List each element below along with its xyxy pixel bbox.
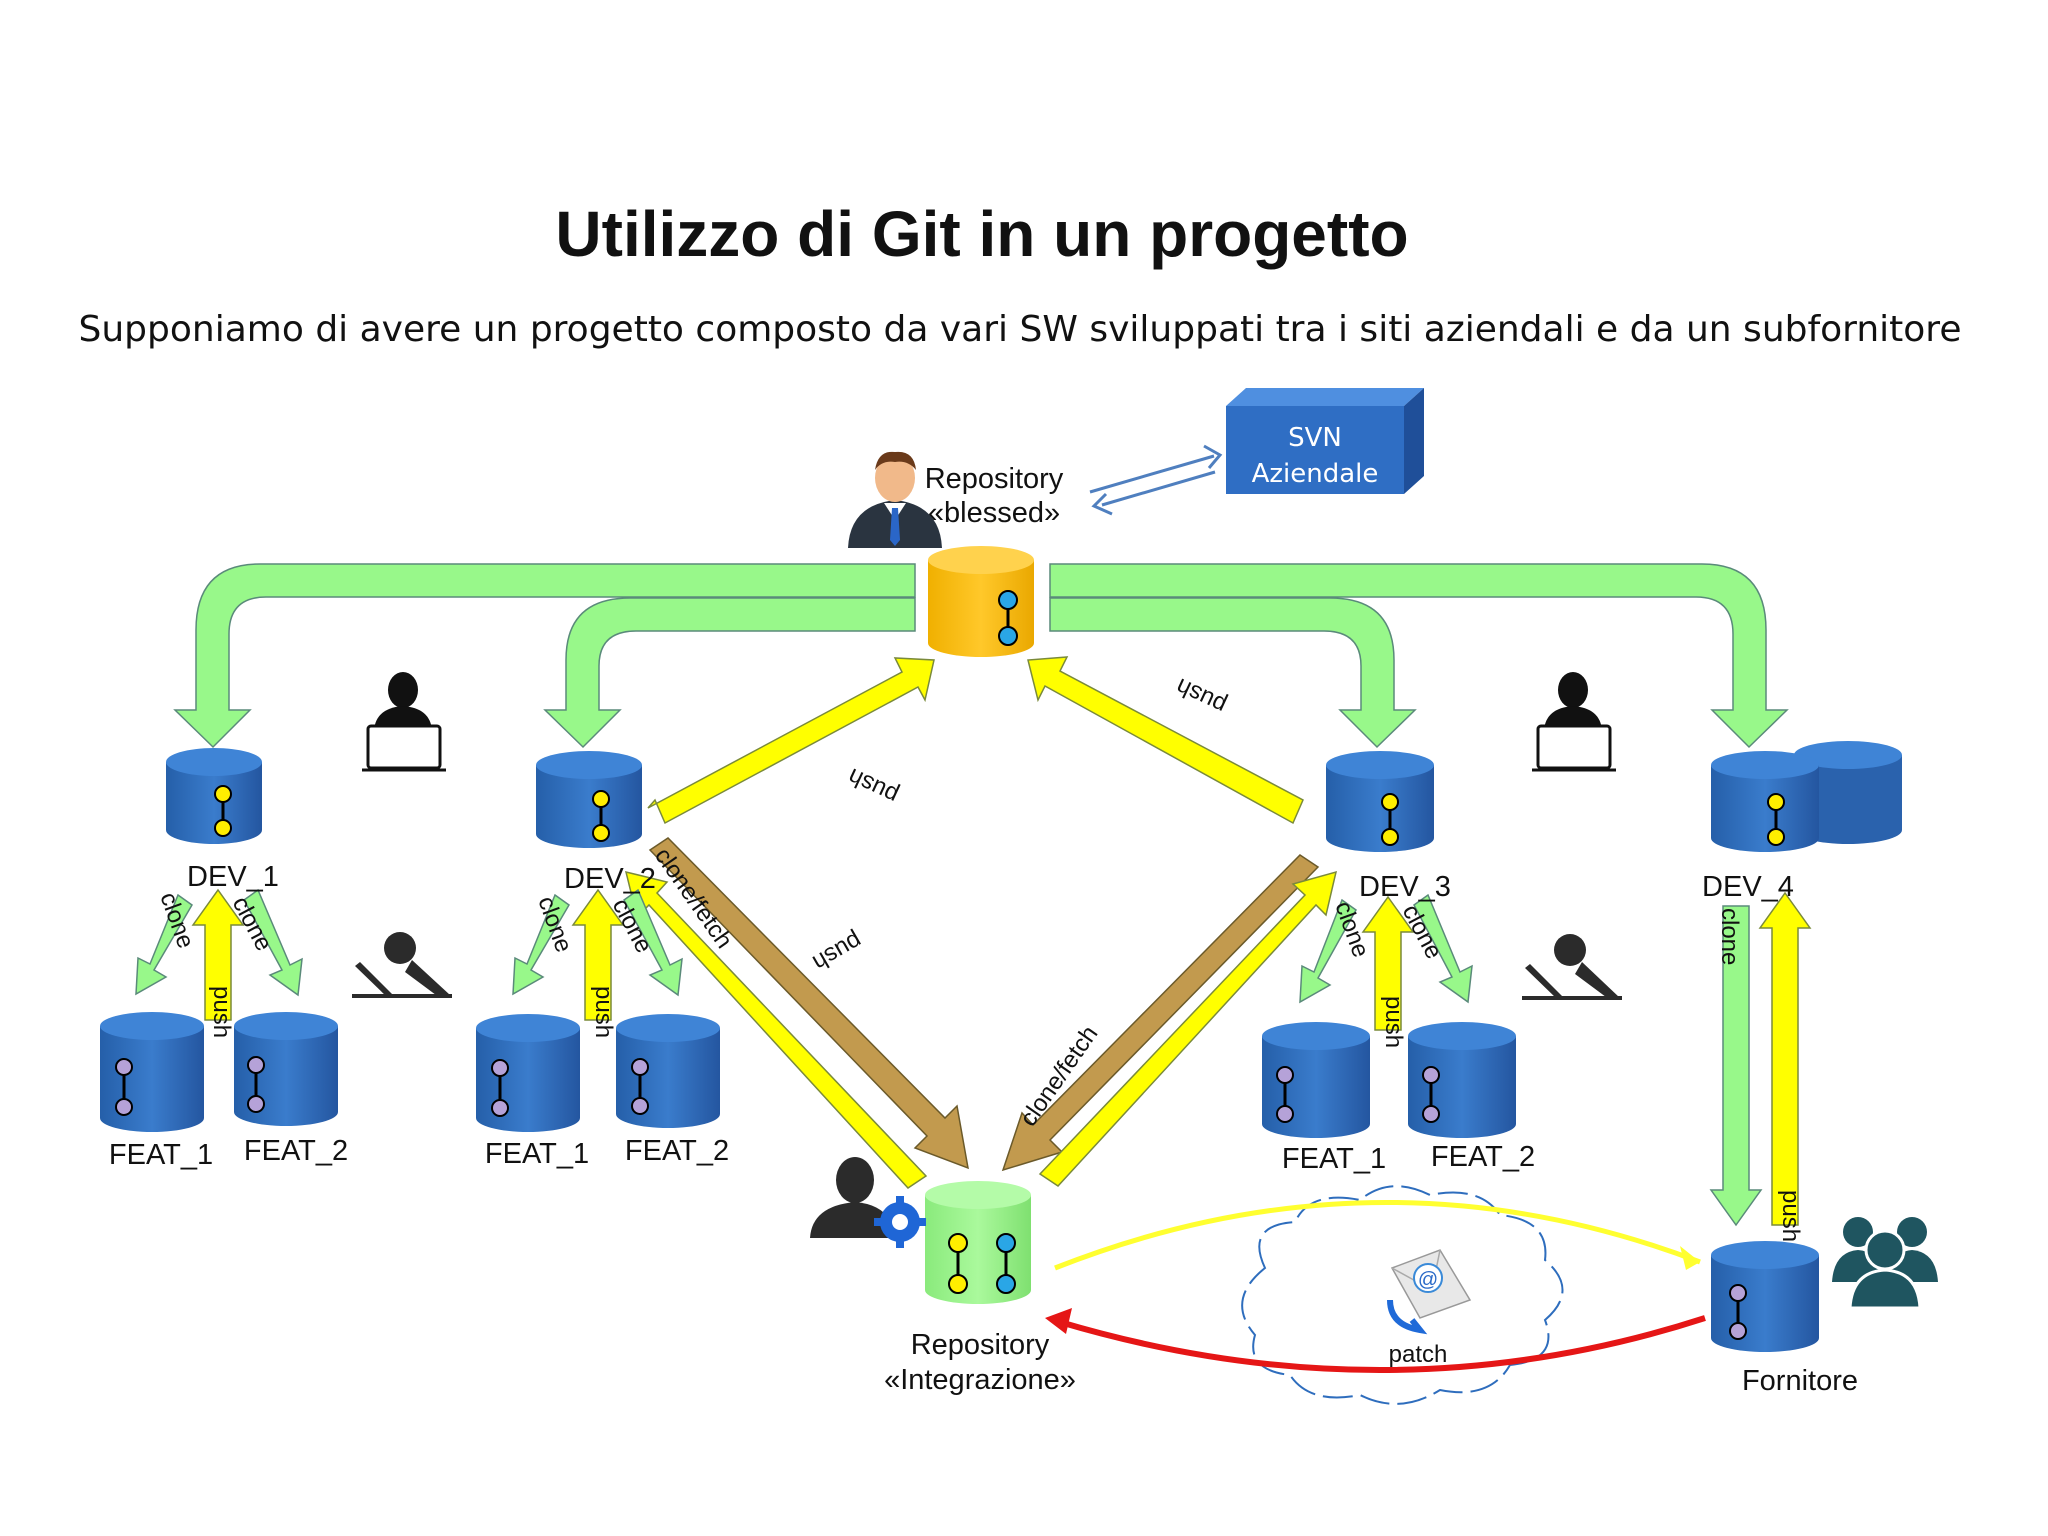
dev3-label: DEV_3	[1359, 871, 1451, 903]
red-curve-arrowhead	[1045, 1308, 1072, 1334]
dev1-feat1-repository	[100, 1012, 204, 1132]
yellow-arrow-feat-to-dev1	[191, 888, 245, 1021]
dev3-repository	[1326, 751, 1434, 852]
manager-icon	[848, 451, 942, 548]
svn-sync-arrows	[1089, 444, 1223, 516]
svg-text:@: @	[1418, 1269, 1438, 1291]
yellow-curve-integration-to-fornitore	[1054, 1199, 1701, 1271]
dev1-feat2-repository	[234, 1012, 338, 1126]
green-arrow-dev2-to-feat1	[512, 893, 570, 996]
dev1-feat1-label: FEAT_1	[109, 1139, 213, 1171]
patch-label: patch	[1389, 1341, 1448, 1368]
dev2-push-label: push	[590, 986, 617, 1038]
blessed-label-line1: Repository	[925, 463, 1064, 495]
dev4-label: DEV_4	[1702, 871, 1794, 903]
yellow-arrow-feat-to-dev2	[571, 888, 625, 1021]
green-arrow-blessed-to-dev3	[1049, 597, 1417, 749]
integration-push-label: push	[808, 927, 867, 976]
dev1-label: DEV_1	[187, 861, 279, 893]
dev4-clone-label: clone	[1716, 908, 1743, 965]
brown-arrow-dev2-to-integration	[648, 837, 969, 1170]
dev2-feat2-label: FEAT_2	[625, 1135, 729, 1167]
brown-arrow-dev3-to-integration	[1001, 854, 1320, 1172]
cloud-icon	[1241, 1185, 1564, 1405]
dev4-repository	[1711, 741, 1902, 852]
dev3-feat1-repository	[1262, 1022, 1370, 1138]
email-icon: @	[1387, 1249, 1472, 1335]
dev2-feat1-repository	[476, 1014, 580, 1132]
yellow-arrow-dev2-to-blessed	[647, 657, 935, 825]
yellow-arrow-integration-to-dev3	[1038, 870, 1338, 1187]
svn-aziendale-box	[1226, 388, 1424, 494]
dev2-label: DEV_2	[564, 863, 656, 895]
laptop-user-icon	[1532, 672, 1616, 772]
yellow-arrow-dev3-to-blessed	[1027, 656, 1304, 825]
page-title: Utilizzo di Git in un progetto	[555, 198, 1408, 270]
page-subtitle: Supponiamo di avere un progetto composto…	[79, 309, 1962, 350]
green-arrow-dev1-to-feat1	[135, 893, 193, 996]
yellow-curve-arrowhead	[1680, 1246, 1700, 1270]
dev1-feat2-label: FEAT_2	[244, 1135, 348, 1167]
working-user-icon	[352, 932, 452, 998]
green-arrow-dev4-to-fornitore	[1709, 905, 1763, 1227]
red-curve-fornitore-to-integration	[1059, 1315, 1706, 1373]
green-arrow-dev1-to-feat2	[243, 888, 303, 997]
green-arrow-dev3-to-feat1	[1299, 898, 1357, 1004]
working-user-icon	[1522, 934, 1622, 1000]
fornitore-label: Fornitore	[1742, 1365, 1858, 1397]
dev3-feat2-repository	[1408, 1022, 1516, 1138]
admin-gear-icon	[810, 1157, 926, 1248]
dev3-feat2-label: FEAT_2	[1431, 1141, 1535, 1173]
dev1-repository	[166, 748, 262, 844]
green-arrow-blessed-to-dev4	[1049, 563, 1789, 749]
dev1-push-label: push	[208, 986, 235, 1038]
blessed-repository	[928, 546, 1034, 657]
green-arrow-blessed-to-dev1	[173, 563, 916, 749]
green-arrow-dev3-to-feat2	[1413, 893, 1473, 1004]
fornitore-repository	[1711, 1241, 1819, 1352]
svn-label-line2: Aziendale	[1252, 459, 1379, 489]
green-arrow-blessed-to-dev2	[543, 597, 916, 749]
green-arrow-dev2-to-feat2	[623, 888, 683, 997]
integration-label-line1: Repository	[911, 1329, 1050, 1361]
laptop-user-icon	[362, 672, 446, 772]
dev3-push-label: push	[1380, 996, 1407, 1048]
dev2-feat2-repository	[616, 1014, 720, 1128]
yellow-arrow-feat-to-dev3	[1361, 895, 1415, 1031]
blessed-push-label: push	[844, 763, 903, 809]
yellow-arrow-fornitore-to-dev4	[1758, 891, 1812, 1226]
fornitore-push-label: push	[1777, 1190, 1804, 1242]
svn-label-line1: SVN	[1288, 423, 1342, 453]
integration-repository	[925, 1181, 1031, 1304]
dev3-push-label-top: push	[1172, 673, 1231, 719]
team-icon	[1832, 1217, 1938, 1310]
dev3-feat1-label: FEAT_1	[1282, 1143, 1386, 1175]
blessed-label-line2: «blessed»	[928, 497, 1060, 529]
dev2-feat1-label: FEAT_1	[485, 1138, 589, 1170]
dev2-repository	[536, 751, 642, 848]
integration-label-line2: «Integrazione»	[884, 1364, 1076, 1396]
